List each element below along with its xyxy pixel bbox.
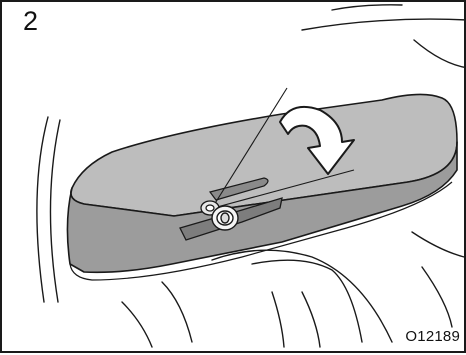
- dashboard-edge: [414, 40, 466, 68]
- left-panel-curve: [37, 117, 48, 302]
- console-line-4: [272, 292, 284, 347]
- console-line-3: [162, 282, 192, 342]
- console-line-5: [302, 292, 320, 347]
- console-line-7: [422, 267, 452, 327]
- step-number: 2: [23, 8, 38, 35]
- left-panel-curve-2: [50, 120, 60, 302]
- console-line-1: [212, 250, 392, 342]
- console-line-6: [412, 232, 466, 258]
- console-line-8: [122, 302, 152, 347]
- figure-code: O12189: [405, 329, 460, 344]
- dashboard-top-line: [302, 19, 466, 30]
- key-icon: [212, 206, 238, 230]
- dashboard-top-line-2: [332, 5, 402, 10]
